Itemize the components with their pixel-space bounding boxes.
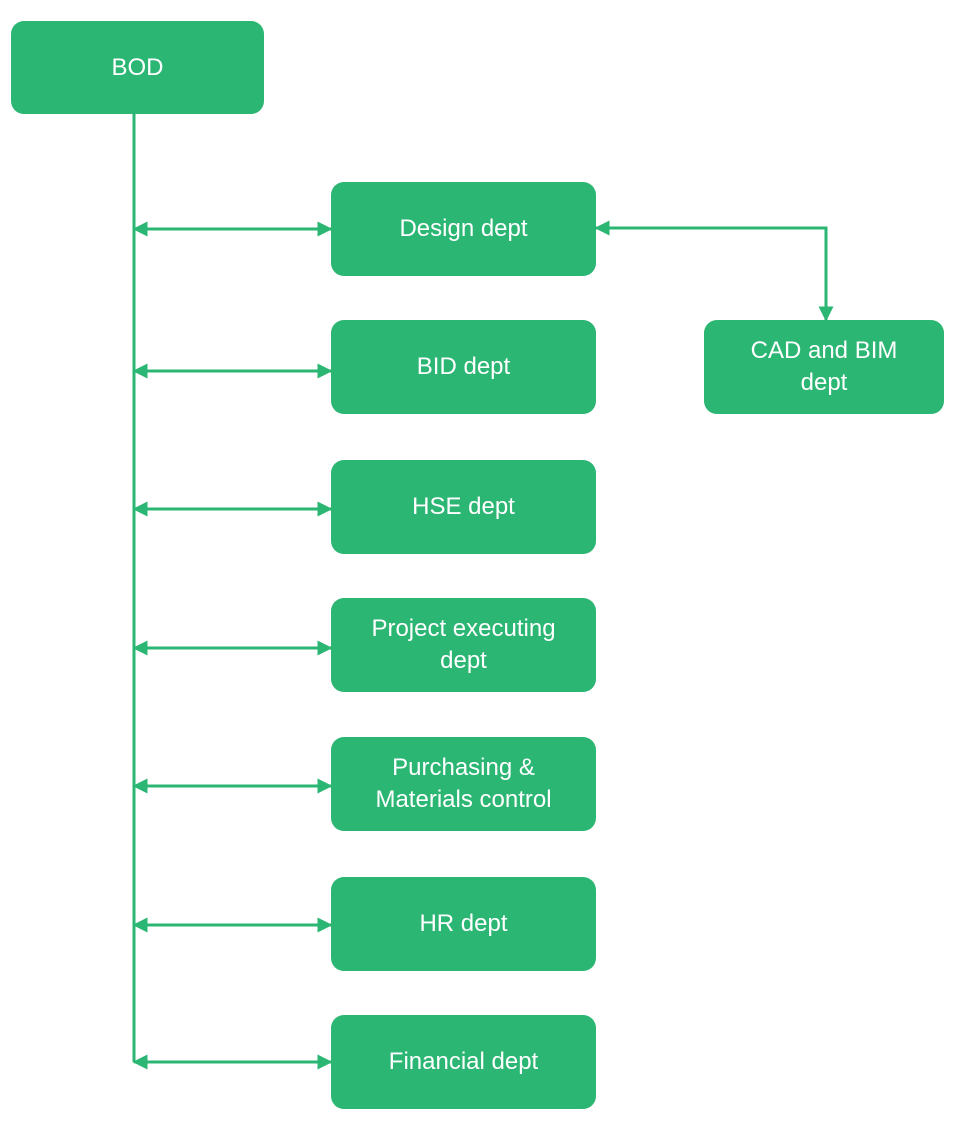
- node-hse-dept-label: HSE dept: [412, 493, 515, 520]
- node-project-executing-dept-label: Project executing dept: [371, 615, 556, 674]
- node-design-dept[interactable]: Design dept: [331, 182, 596, 276]
- node-cad-bim-dept-label: CAD and BIM dept: [750, 337, 898, 396]
- node-bod-label: BOD: [111, 53, 164, 81]
- node-design-dept-label: Design dept: [399, 215, 528, 242]
- node-cad-bim-dept[interactable]: CAD and BIM dept: [704, 320, 944, 414]
- node-hr-dept[interactable]: HR dept: [331, 877, 596, 971]
- connector-design-cad: [594, 220, 834, 322]
- node-project-executing-dept[interactable]: Project executing dept: [331, 598, 596, 692]
- node-financial-dept-label: Financial dept: [388, 1048, 539, 1075]
- node-purchasing-materials-control-label: Purchasing & Materials control: [375, 754, 552, 813]
- node-purchasing-materials-control[interactable]: Purchasing & Materials control: [331, 737, 596, 831]
- node-bod[interactable]: BOD: [11, 21, 264, 114]
- node-hr-dept-label: HR dept: [419, 910, 508, 937]
- node-bid-dept-label: BID dept: [416, 353, 511, 380]
- node-financial-dept[interactable]: Financial dept: [331, 1015, 596, 1109]
- node-hse-dept[interactable]: HSE dept: [331, 460, 596, 554]
- node-bid-dept[interactable]: BID dept: [331, 320, 596, 414]
